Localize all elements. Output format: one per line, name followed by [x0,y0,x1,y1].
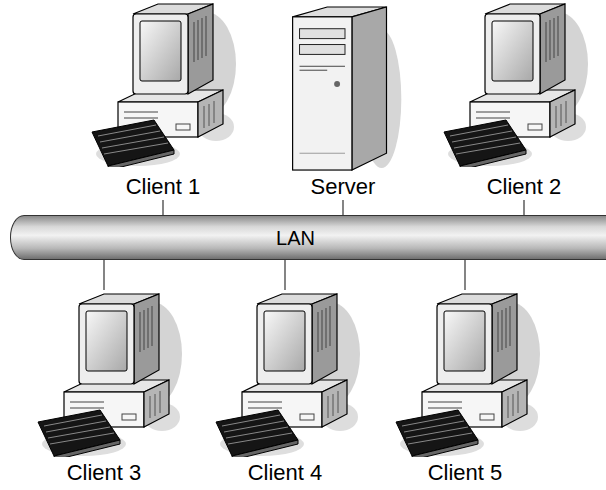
network-device: Client 4 [210,290,360,486]
server-tower [293,7,402,170]
lan-bus: LAN [10,215,606,260]
network-device: Client 1 [88,0,238,200]
device-label: Client 2 [485,174,564,200]
device-label: Client 4 [246,460,325,486]
client-computer [444,4,588,170]
network-device: Client 2 [449,0,599,200]
network-cable [284,260,285,290]
network-cable [103,260,104,290]
network-device: Server [278,0,408,200]
client-computer [396,294,540,460]
device-label: Server [309,174,378,200]
device-label: Client 3 [65,460,144,486]
network-cable [523,200,524,215]
network-cable [464,260,465,290]
client-computer [38,294,182,460]
network-cable [162,200,163,215]
network-device: Client 3 [29,290,179,486]
network-cable [342,200,343,215]
device-label: Client 5 [426,460,505,486]
client-computer [92,4,236,170]
client-computer [216,294,360,460]
bus-label: LAN [276,226,315,250]
device-label: Client 1 [124,174,203,200]
network-device: Client 5 [390,290,540,486]
